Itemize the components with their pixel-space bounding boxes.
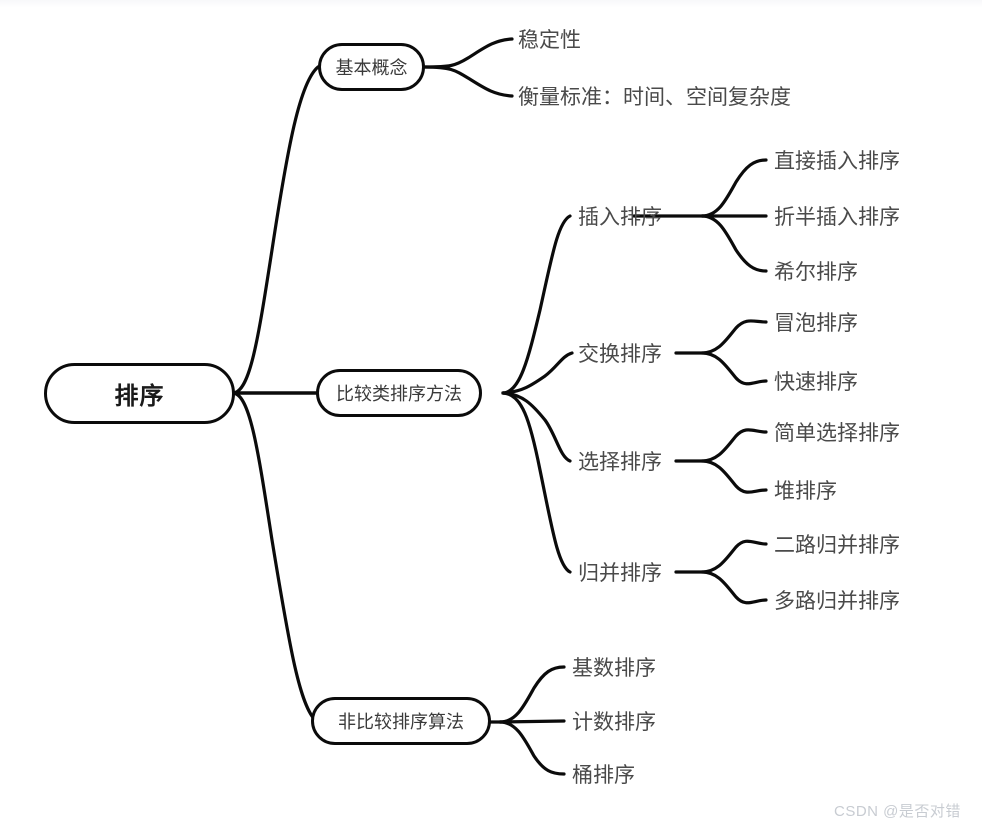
link-noncomparison-to-radix: [488, 665, 566, 724]
node-noncomparison-algorithms[interactable]: 非比较排序算法: [311, 697, 491, 745]
link-comparison-to-exchange: [501, 351, 574, 395]
leaf-multiway-merge-sort[interactable]: 多路归并排序: [774, 590, 900, 613]
leaf-simple-selection-sort[interactable]: 简单选择排序: [774, 422, 900, 445]
link-comparison-to-merge: [501, 391, 572, 574]
node-basic-concepts[interactable]: 基本概念: [318, 43, 425, 91]
leaf-heap-sort[interactable]: 堆排序: [774, 480, 837, 503]
leaf-radix-sort[interactable]: 基数排序: [572, 657, 656, 680]
link-insertion-to-shell: [700, 214, 768, 273]
leaf-quick-sort[interactable]: 快速排序: [774, 371, 858, 394]
leaf-metrics[interactable]: 衡量标准：时间、空间复杂度: [518, 86, 791, 109]
leaf-bucket-sort[interactable]: 桶排序: [572, 764, 635, 787]
link-comparison-to-selection: [501, 391, 572, 463]
node-noncomparison-algorithms-label: 非比较排序算法: [338, 712, 464, 732]
leaf-merge-sort[interactable]: 归并排序: [578, 562, 662, 585]
leaf-twoway-merge-sort[interactable]: 二路归并排序: [774, 534, 900, 557]
top-gradient-band: [0, 0, 982, 8]
leaf-counting-sort[interactable]: 计数排序: [572, 711, 656, 734]
leaf-direct-insertion-sort[interactable]: 直接插入排序: [774, 150, 900, 173]
link-selection-to-heap: [700, 459, 768, 494]
leaf-shell-sort[interactable]: 希尔排序: [774, 261, 858, 284]
link-root-to-basic-concepts: [231, 65, 320, 395]
link-exchange-to-quick: [700, 351, 768, 386]
leaf-exchange-sort[interactable]: 交换排序: [578, 343, 662, 366]
link-basic-to-stability: [423, 37, 514, 69]
node-basic-concepts-label: 基本概念: [335, 58, 408, 78]
csdn-watermark: CSDN @是否对错: [834, 803, 961, 820]
node-root-label: 排序: [114, 383, 165, 410]
link-merge-to-twoway: [674, 539, 768, 574]
leaf-binary-insertion-sort[interactable]: 折半插入排序: [774, 206, 900, 229]
link-noncomparison-to-counting: [498, 719, 566, 724]
node-comparison-methods-label: 比较类排序方法: [336, 384, 462, 404]
node-root[interactable]: 排序: [44, 363, 235, 424]
link-noncomparison-to-bucket: [498, 720, 566, 776]
link-root-to-noncomparison: [231, 391, 318, 723]
leaf-insertion-sort[interactable]: 插入排序: [578, 206, 662, 229]
leaf-selection-sort[interactable]: 选择排序: [578, 451, 662, 474]
link-selection-to-simple: [674, 428, 768, 463]
link-comparison-to-insertion: [501, 214, 572, 395]
node-comparison-methods[interactable]: 比较类排序方法: [316, 369, 482, 417]
link-exchange-to-bubble: [674, 319, 768, 355]
leaf-bubble-sort[interactable]: 冒泡排序: [774, 312, 858, 335]
link-basic-to-metrics: [423, 65, 514, 98]
leaf-stability[interactable]: 稳定性: [518, 29, 581, 52]
link-merge-to-multiway: [700, 570, 768, 605]
